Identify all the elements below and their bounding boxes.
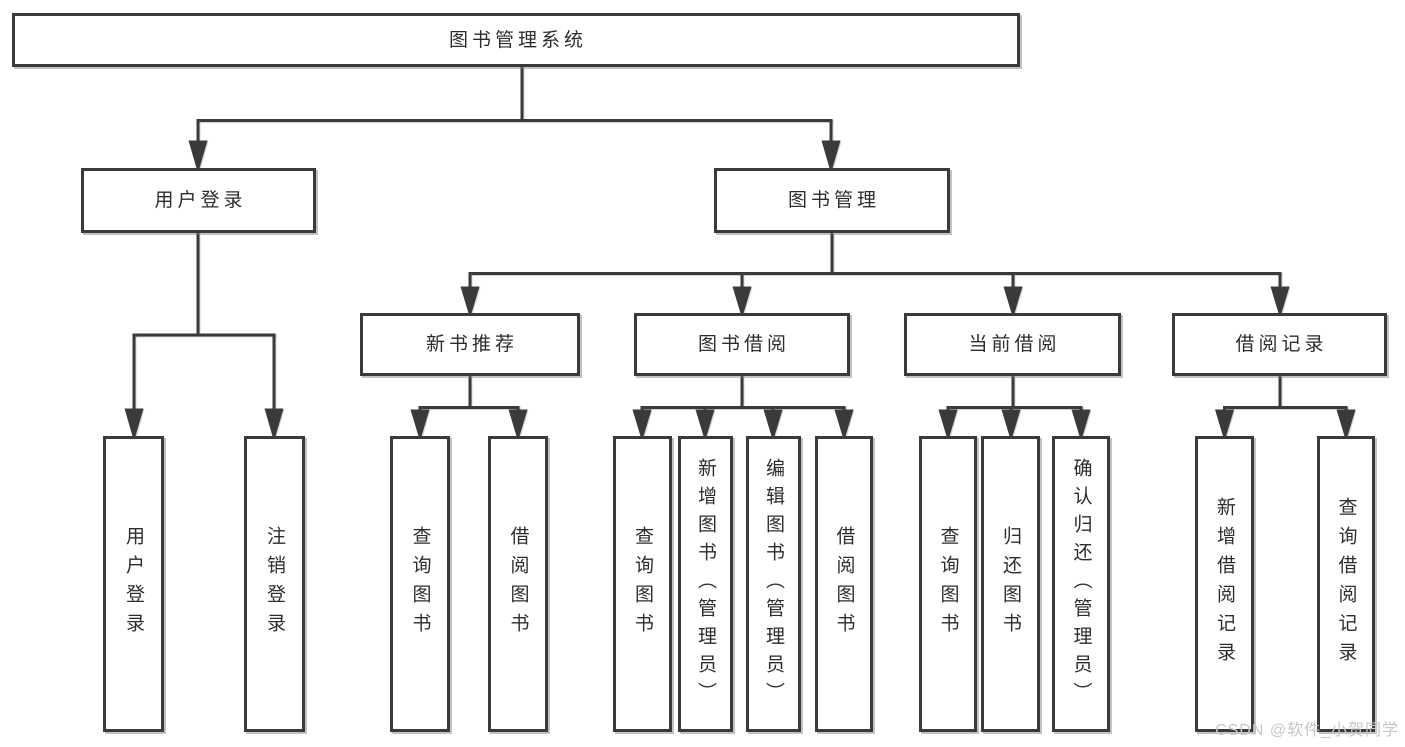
node-label: 用户登录	[123, 526, 144, 642]
node-label: 借阅图书	[833, 526, 855, 642]
leaf-query-books-1: 查询图书	[390, 436, 450, 732]
node-user-login-branch: 用户登录	[81, 168, 316, 233]
leaf-add-books-admin: 新增图书（管理员）	[678, 436, 733, 732]
node-label: 新增借阅记录	[1214, 497, 1235, 671]
leaf-edit-books-admin: 编辑图书（管理员）	[746, 436, 801, 732]
node-label: 查询图书	[632, 526, 653, 642]
node-label: 查询图书	[409, 526, 431, 642]
leaf-user-login: 用户登录	[103, 436, 164, 732]
csdn-watermark: CSDN @软件_小贺同学	[1215, 722, 1399, 739]
connector-new-books-to-leaves	[410, 376, 528, 442]
leaf-add-borrow-record: 新增借阅记录	[1195, 436, 1254, 732]
node-book-borrowing: 图书借阅	[634, 313, 850, 376]
connector-book-borrow-to-leaves	[632, 376, 854, 442]
node-label: 确认归还（管理员）	[1070, 458, 1092, 710]
node-current-borrowing: 当前借阅	[904, 313, 1121, 376]
connector-book-mgmt-to-level3	[460, 233, 1290, 319]
node-library-management-system: 图书管理系统	[12, 13, 1020, 67]
node-label: 归还图书	[1000, 526, 1021, 642]
leaf-borrow-books-2: 借阅图书	[815, 436, 873, 732]
node-label: 借阅图书	[507, 526, 529, 642]
node-new-book-recommend: 新书推荐	[360, 313, 580, 376]
leaf-return-books: 归还图书	[981, 436, 1040, 732]
leaf-borrow-books-1: 借阅图书	[488, 436, 548, 732]
node-book-management-branch: 图书管理	[714, 168, 950, 233]
leaf-query-books-3: 查询图书	[919, 436, 977, 732]
node-label: 借阅记录	[1235, 334, 1328, 355]
connector-borrow-records-to-leaves	[1214, 376, 1356, 442]
connector-root-to-level2	[188, 67, 841, 174]
connector-current-borrow-to-leaves	[938, 376, 1091, 442]
node-label: 当前借阅	[968, 334, 1061, 355]
node-label: 新书推荐	[425, 334, 518, 355]
leaf-query-borrow-record: 查询借阅记录	[1317, 436, 1375, 732]
node-label: 图书管理	[787, 190, 880, 211]
node-label: 新增图书（管理员）	[695, 458, 716, 710]
node-label: 注销登录	[264, 526, 285, 642]
node-label: 查询借阅记录	[1335, 497, 1357, 671]
leaf-logout: 注销登录	[244, 436, 305, 732]
leaf-query-books-2: 查询图书	[613, 436, 672, 732]
node-label: 图书借阅	[697, 334, 790, 355]
node-label: 图书管理系统	[448, 29, 587, 51]
node-borrowing-records: 借阅记录	[1172, 313, 1387, 376]
node-label: 查询图书	[937, 526, 959, 642]
connector-user-login-to-leaves	[124, 233, 284, 442]
leaf-confirm-return-admin: 确认归还（管理员）	[1052, 436, 1110, 732]
node-label: 编辑图书（管理员）	[763, 458, 784, 710]
node-label: 用户登录	[154, 190, 247, 211]
